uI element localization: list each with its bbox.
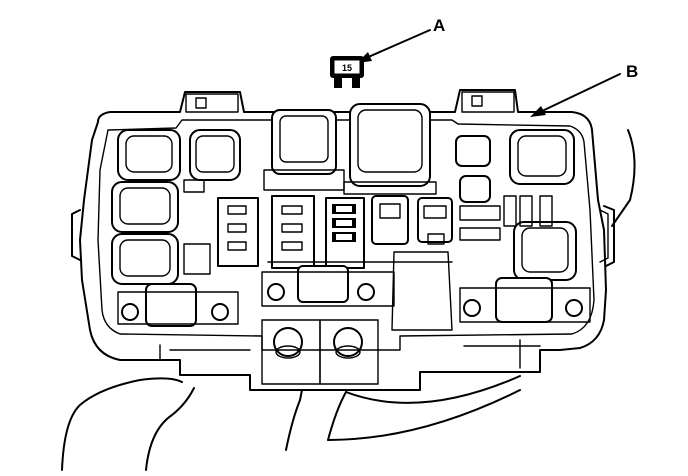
wire-harness-right: [611, 129, 636, 227]
leader-line-a: [357, 29, 431, 63]
fuse-slot-column-4: [371, 195, 409, 245]
terminal-bolt-right: [319, 319, 379, 385]
connector-lower-right: [459, 277, 591, 323]
connector-lower-left: [117, 283, 239, 327]
mini-fuse-icon: 15: [330, 56, 364, 88]
fuse-slot-column-3: [325, 197, 365, 269]
fuse-slot-row-small: [183, 179, 211, 275]
fuse-box-housing: [71, 89, 615, 391]
relay-left-middle: [111, 181, 179, 233]
relay-small-right-1: [455, 135, 491, 203]
callout-label-b: B: [626, 62, 639, 81]
relay-center-2-large: [343, 103, 437, 195]
relay-center-1: [263, 109, 345, 191]
fuse-slot-column-2: [271, 195, 315, 269]
wire-harness-center: [285, 375, 521, 451]
fuse-rating-label: 15: [342, 63, 352, 73]
fuse-slot-column-6: [459, 195, 553, 241]
terminal-bolt-left: [261, 319, 321, 385]
center-divider-block: [267, 251, 453, 331]
relay-top-left-1: [117, 129, 181, 181]
relay-left-lower: [111, 233, 179, 285]
relay-right-lower: [513, 221, 577, 281]
wire-harness-left: [61, 377, 195, 471]
relay-top-left-2: [189, 129, 241, 181]
callout-label-a: A: [433, 16, 446, 35]
housing-base-details: [159, 339, 541, 369]
fuse-slot-column-1: [217, 197, 259, 267]
leader-line-b: [530, 73, 621, 117]
relay-right-top: [509, 129, 575, 185]
connector-lower-center: [261, 265, 395, 307]
fuse-slot-column-5: [417, 197, 453, 245]
